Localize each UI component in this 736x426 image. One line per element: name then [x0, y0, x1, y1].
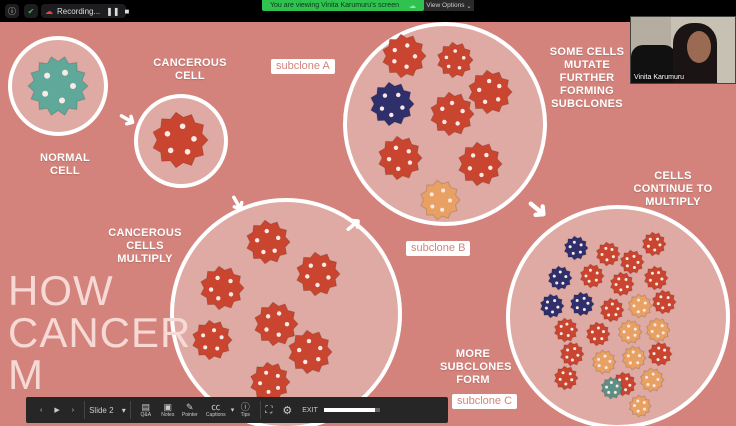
cancer-cell	[553, 317, 579, 343]
cloud-icon: ☁	[408, 2, 416, 10]
cancer-cell	[579, 263, 605, 289]
tag-subclone-c: subclone C	[452, 394, 518, 409]
chevron-down-icon: ⌄	[466, 2, 472, 10]
tips-label: Tips	[240, 412, 250, 418]
cancer-cell	[643, 265, 669, 291]
cancer-cell	[647, 341, 673, 367]
cancer-cell	[382, 33, 427, 79]
subclone-b-cell	[645, 317, 671, 343]
subclone-b-cell	[617, 319, 643, 345]
cancer-cell	[619, 249, 645, 275]
presentation-slide: ➜ ➜ ➜ ➜ NORMAL CELL CANCEROUS CELL CANCE…	[0, 22, 736, 426]
info-icon: ⓘ	[240, 402, 250, 412]
pause-recording-button[interactable]: ❚❚	[106, 6, 120, 16]
subclone-b-cell	[628, 394, 652, 418]
cancer-cell	[437, 41, 474, 79]
qa-label: Q&A	[140, 412, 152, 418]
recording-indicator: ☁ Recording... ❚❚ ■	[41, 4, 129, 18]
label-cancerous-cell: CANCEROUS CELL	[153, 57, 227, 82]
cancer-cell	[553, 365, 579, 391]
cancer-cell	[468, 69, 513, 115]
participant-video[interactable]: Vinita Karumuru	[630, 16, 736, 84]
subclone-a-cell	[370, 81, 415, 127]
subclone-b-cell	[591, 349, 617, 375]
slide-selector[interactable]: Slide 2 ▾	[89, 406, 126, 415]
volume-slider[interactable]	[323, 408, 380, 412]
next-slide-button[interactable]: ›	[71, 406, 75, 414]
cancer-cell	[559, 341, 585, 367]
captions-icon: ㏄	[211, 402, 221, 412]
pointer-button[interactable]: ✎Pointer	[179, 402, 201, 418]
previous-slide-button[interactable]: ‹	[40, 406, 43, 414]
cloud-record-icon: ☁	[45, 6, 53, 16]
subclone-a-cell	[539, 293, 565, 319]
screen-share-banner: You are viewing Vinita Karumuru's screen…	[262, 0, 424, 11]
slide-selector-label: Slide 2	[89, 405, 114, 415]
security-shield-icon[interactable]: ✔	[24, 4, 38, 18]
qa-button[interactable]: ▤Q&A	[135, 402, 157, 418]
info-icon[interactable]: ⓘ	[5, 4, 19, 18]
participant-name: Vinita Karumuru	[634, 74, 685, 81]
volume-fill	[323, 408, 376, 412]
tag-subclone-b: subclone B	[406, 241, 471, 256]
captions-label: Captions	[205, 412, 226, 418]
label-continue: CELLS CONTINUE TO MULTIPLY	[633, 170, 713, 208]
cancer-cell	[609, 271, 635, 297]
label-normal-cell: NORMAL CELL	[39, 152, 91, 177]
cancer-cell	[378, 135, 423, 181]
slide-title: HOW CANCER M	[8, 267, 192, 398]
subclone-a-cell	[547, 265, 573, 291]
label-more-subclones: MORE SUBCLONES FORM	[440, 348, 512, 386]
subclone-b-cell	[420, 179, 461, 221]
label-cells-multiply: CANCEROUS CELLS MULTIPLY	[108, 227, 182, 265]
share-banner-text: You are viewing Vinita Karumuru's screen	[270, 2, 399, 9]
pointer-label: Pointer	[181, 412, 198, 418]
pointer-icon: ✎	[186, 402, 194, 412]
normal-cell-circle	[8, 36, 108, 136]
stop-recording-button[interactable]: ■	[124, 6, 130, 16]
view-options-label: View Options	[426, 2, 465, 9]
fullscreen-exit-icon[interactable]: ⛶	[265, 404, 273, 416]
gear-icon[interactable]: ⚙	[282, 404, 293, 417]
subclone-a-cell	[563, 235, 589, 261]
notes-button[interactable]: ▣Notes	[157, 402, 179, 418]
cancer-cell	[651, 289, 677, 315]
caret-down-icon: ▾	[121, 405, 126, 415]
cancer-cell	[152, 111, 209, 169]
cancer-cell	[192, 319, 233, 361]
qa-icon: ▤	[141, 402, 151, 412]
cancer-cell	[595, 241, 621, 267]
recording-label: Recording...	[57, 6, 101, 16]
cancer-cell	[458, 141, 503, 187]
subclone-b-cell	[639, 367, 665, 393]
cancer-cell	[296, 251, 341, 297]
cancer-cell	[641, 231, 667, 257]
cancer-cell	[585, 321, 611, 347]
cancer-cell	[288, 329, 333, 375]
meeting-top-bar: ⓘ ✔ ☁ Recording... ❚❚ ■ You are viewing …	[0, 0, 736, 22]
view-options-button[interactable]: View Options ⌄	[424, 0, 474, 11]
cancer-cell	[430, 91, 475, 137]
play-button[interactable]: ▶	[54, 407, 60, 414]
cancer-cell	[246, 219, 291, 265]
subclone-a-cell	[569, 291, 595, 317]
cancer-cell	[599, 297, 625, 323]
tag-subclone-a: subclone A	[271, 59, 335, 74]
notes-label: Notes	[161, 412, 175, 418]
captions-caret-icon[interactable]: ▾	[230, 407, 235, 414]
subclone-c-cell	[600, 376, 624, 400]
exit-button[interactable]: EXIT	[302, 406, 318, 414]
cancer-cell	[200, 265, 245, 311]
notes-icon: ▣	[163, 402, 173, 412]
subclone-b-cell	[627, 293, 653, 319]
label-mutate: SOME CELLS MUTATE FURTHER FORMING SUBCLO…	[549, 46, 625, 110]
normal-cell	[27, 56, 89, 116]
cancer-cell	[250, 361, 291, 403]
cancer-cell	[254, 301, 299, 347]
subclone-b-cell	[621, 345, 647, 371]
arrow-icon: ➜	[518, 189, 557, 228]
